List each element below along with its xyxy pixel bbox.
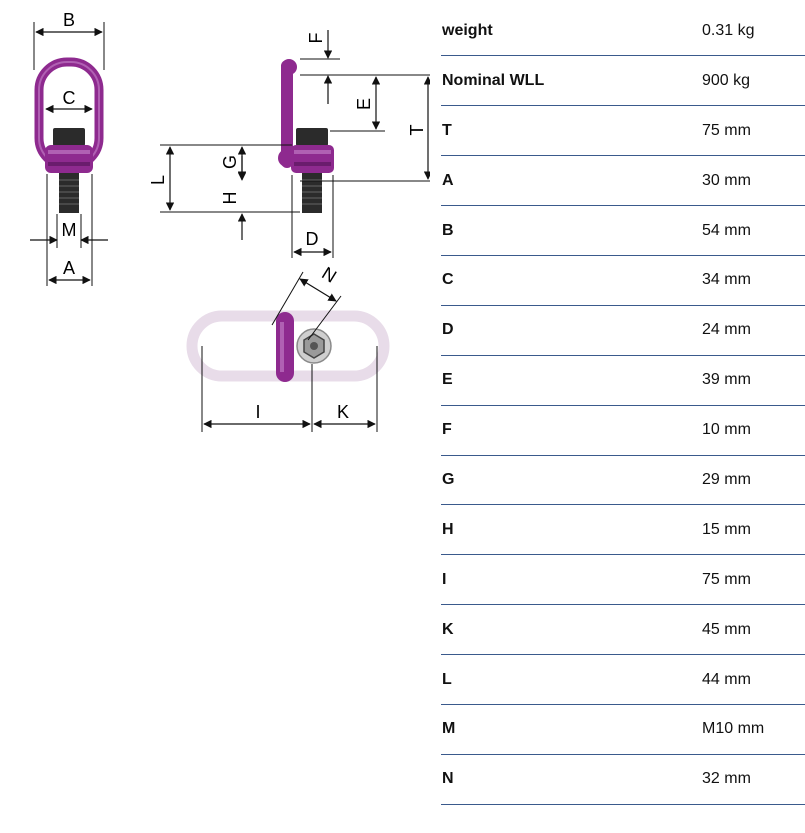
dim-label-A: A — [63, 258, 75, 278]
side-ring — [281, 60, 293, 168]
spec-value: 45 mm — [702, 604, 805, 656]
spec-value: 29 mm — [702, 455, 805, 506]
spec-value: 54 mm — [702, 205, 805, 256]
spec-value: M10 mm — [702, 704, 805, 755]
spec-label: F — [441, 405, 702, 456]
dim-label-H: H — [220, 192, 240, 205]
spec-label: C — [441, 255, 702, 306]
dim-label-K: K — [337, 402, 349, 422]
spec-value: 32 mm — [702, 754, 805, 805]
front-nut — [53, 128, 85, 146]
spec-label: B — [441, 205, 702, 256]
dim-label-I: I — [255, 402, 260, 422]
spec-value: 0.31 kg — [702, 6, 805, 57]
spec-label: weight — [441, 6, 702, 57]
spec-label: K — [441, 604, 702, 656]
front-swivel-body — [45, 145, 93, 173]
front-view: B C M A — [30, 10, 108, 286]
spec-label: H — [441, 504, 702, 556]
dim-label-G: G — [220, 155, 240, 169]
spec-label: M — [441, 704, 702, 755]
dim-label-L: L — [148, 175, 168, 185]
spec-label: E — [441, 355, 702, 406]
spec-value: 10 mm — [702, 405, 805, 456]
spec-label: T — [441, 105, 702, 157]
dim-label-N: N — [318, 263, 340, 287]
spec-label: I — [441, 554, 702, 606]
spec-label: G — [441, 455, 702, 506]
dim-label-M: M — [62, 220, 77, 240]
spec-value: 24 mm — [702, 305, 805, 356]
spec-label: L — [441, 654, 702, 705]
top-view: N I K — [186, 263, 390, 432]
dim-label-C: C — [63, 88, 76, 108]
spec-value: 34 mm — [702, 255, 805, 306]
spec-value: 44 mm — [702, 654, 805, 705]
spec-value: 75 mm — [702, 554, 805, 606]
side-bolt — [302, 173, 322, 213]
spec-value: 39 mm — [702, 355, 805, 406]
dim-label-E: E — [354, 98, 374, 110]
side-view: F E T G L H D — [148, 30, 430, 258]
spec-label: N — [441, 754, 702, 805]
spec-value: 15 mm — [702, 504, 805, 556]
dim-label-B: B — [63, 10, 75, 30]
front-bolt — [59, 173, 79, 213]
top-ring — [276, 312, 294, 382]
dim-label-D: D — [306, 229, 319, 249]
side-swivel-body — [291, 145, 334, 173]
dim-label-F: F — [306, 33, 326, 44]
spec-value: 900 kg — [702, 55, 805, 107]
spec-label: Nominal WLL — [441, 55, 702, 107]
spec-label: A — [441, 155, 702, 207]
spec-value: 30 mm — [702, 155, 805, 207]
technical-drawing: B C M A — [30, 10, 430, 432]
side-nut — [296, 128, 328, 146]
spec-label: D — [441, 305, 702, 356]
dim-label-T: T — [407, 125, 427, 136]
spec-value: 75 mm — [702, 105, 805, 157]
